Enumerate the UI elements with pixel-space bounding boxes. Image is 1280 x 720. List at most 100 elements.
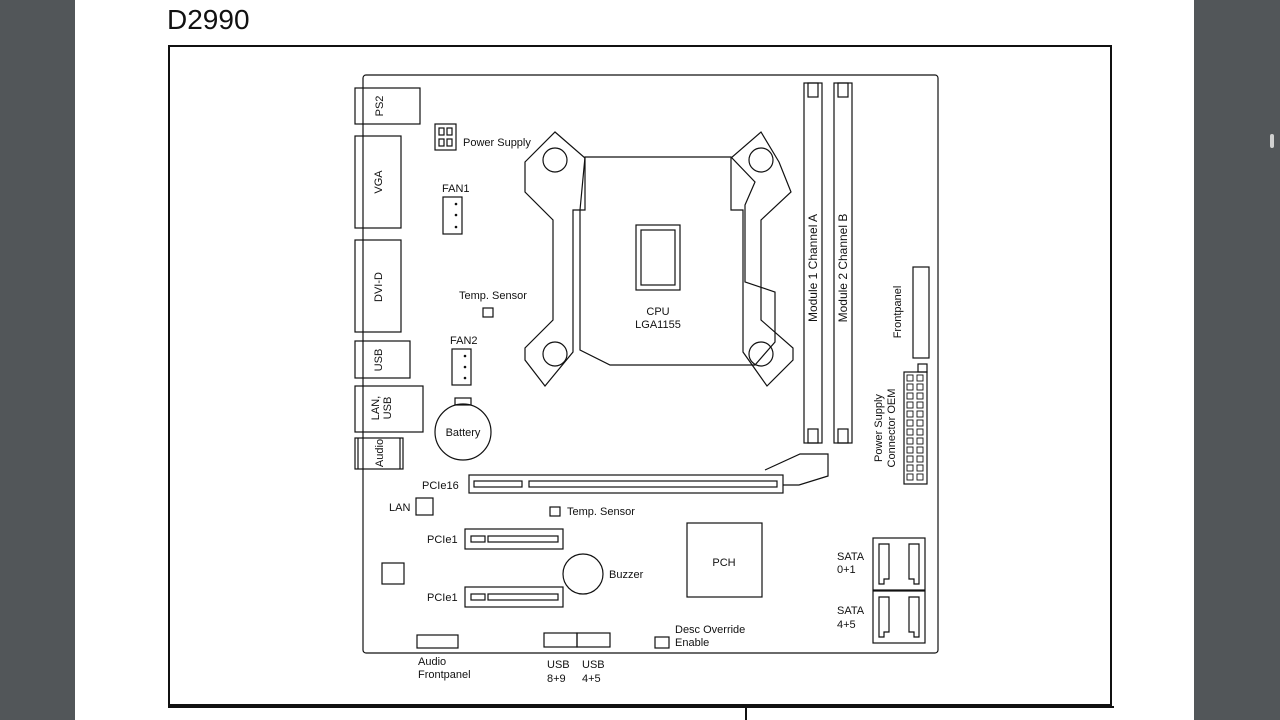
- module2-label: Module 2 Channel B: [836, 214, 850, 323]
- misc-chip: [381, 562, 405, 585]
- cpu-socket-bracket: [524, 131, 586, 387]
- fan2-header: [451, 348, 472, 386]
- usb-8-9-header: [543, 632, 578, 648]
- atx-pin: [916, 392, 924, 400]
- desc-override-jumper: [654, 636, 670, 649]
- atx-pin: [916, 473, 924, 481]
- atx-pin: [916, 410, 924, 418]
- atx-power-connector: [903, 371, 928, 485]
- usb89-label-2: 8+9: [547, 673, 566, 685]
- atx-pin: [906, 392, 914, 400]
- frontpanel-header: [912, 266, 930, 359]
- audio-frontpanel-label-1: Audio: [418, 656, 446, 668]
- table-top-border: [168, 706, 1114, 708]
- lan-usb-label-2: USB: [382, 397, 394, 420]
- ps2-label: PS2: [374, 96, 386, 117]
- pcie16-slot: [468, 474, 784, 494]
- temp-sensor-top: [482, 307, 494, 318]
- pcie1-slot-b: [464, 586, 564, 608]
- ps2-port: [354, 87, 421, 125]
- psu-oem-label-2: Connector OEM: [886, 389, 898, 468]
- table-column-divider: [745, 706, 747, 720]
- desc-override-label-2: Enable: [675, 637, 709, 649]
- pch-label: PCH: [712, 557, 735, 569]
- atx-pin: [906, 401, 914, 409]
- dvi-port: [354, 239, 402, 333]
- board-outline: [362, 74, 939, 654]
- pcie1-label-b: PCIe1: [427, 592, 458, 604]
- usb-4-5-header: [576, 632, 611, 648]
- sata45-label-2: 4+5: [837, 619, 856, 631]
- atx-pin: [906, 437, 914, 445]
- motherboard-diagram: PS2 VGA DVI-D USB LAN, USB Audio Power S…: [354, 74, 939, 685]
- module1-label: Module 1 Channel A: [806, 214, 820, 322]
- audio-port-label: Audio: [374, 439, 386, 467]
- lan-usb-port: [354, 385, 424, 433]
- usb45-label-2: 4+5: [582, 673, 601, 685]
- power-supply-connector: [434, 123, 457, 151]
- cpu-socket: [579, 156, 776, 366]
- temp-sensor-top-label: Temp. Sensor: [459, 290, 527, 302]
- sata-0-1: [872, 537, 926, 591]
- atx-pin: [916, 464, 924, 472]
- atx-pin: [916, 419, 924, 427]
- atx-pin: [916, 455, 924, 463]
- buzzer-label: Buzzer: [609, 569, 644, 581]
- atx-pin: [906, 410, 914, 418]
- atx-pin: [916, 383, 924, 391]
- page-title: D2990: [167, 4, 250, 35]
- fan2-label: FAN2: [450, 335, 478, 347]
- pch-chip: [686, 522, 763, 598]
- atx-pin: [916, 446, 924, 454]
- atx-pin: [906, 473, 914, 481]
- battery-label: Battery: [446, 427, 481, 439]
- psu-oem-label-1: Power Supply: [873, 394, 885, 462]
- pcie16-label: PCIe16: [422, 480, 459, 492]
- pcie1-slot-a: [464, 528, 564, 550]
- frontpanel-label: Frontpanel: [892, 286, 904, 339]
- audio-frontpanel-header: [416, 634, 459, 649]
- atx-pin: [906, 374, 914, 382]
- atx-pin: [906, 455, 914, 463]
- audio-frontpanel-label-2: Frontpanel: [418, 669, 471, 681]
- fan1-header: [442, 196, 463, 235]
- atx-pin: [916, 374, 924, 382]
- atx-pin: [916, 428, 924, 436]
- atx-pin: [916, 401, 924, 409]
- viewer-scrollbar[interactable]: [1264, 0, 1280, 720]
- lan-label: LAN: [389, 502, 410, 514]
- audio-port: [354, 437, 404, 470]
- lan-chip: [415, 497, 434, 516]
- lan-usb-label-1: LAN,: [370, 396, 382, 420]
- atx-pin: [906, 428, 914, 436]
- sata-4-5: [872, 590, 926, 644]
- buzzer: [562, 553, 604, 595]
- atx-pin: [906, 419, 914, 427]
- atx-pin: [906, 446, 914, 454]
- usb89-label-1: USB: [547, 659, 570, 671]
- desc-override-label-1: Desc Override: [675, 624, 745, 636]
- vga-port: [354, 135, 402, 229]
- temp-sensor-bottom-label: Temp. Sensor: [567, 506, 635, 518]
- usb-port: [354, 340, 411, 379]
- atx-pin: [916, 437, 924, 445]
- pdf-page: D2990: [75, 0, 1194, 720]
- usb45-label-1: USB: [582, 659, 605, 671]
- vga-label: VGA: [373, 170, 385, 194]
- battery: [434, 403, 492, 461]
- sata01-label-1: SATA: [837, 551, 865, 563]
- diagram-frame: [168, 45, 1112, 706]
- pcie1-label-a: PCIe1: [427, 534, 458, 546]
- atx-pin: [906, 383, 914, 391]
- usb-port-label: USB: [373, 349, 385, 372]
- atx-pin: [906, 464, 914, 472]
- dvi-label: DVI-D: [373, 272, 385, 302]
- cpu-label: CPU: [646, 306, 669, 318]
- cpu-socket-label: LGA1155: [635, 319, 681, 331]
- power-supply-label: Power Supply: [463, 137, 531, 149]
- sata01-label-2: 0+1: [837, 564, 856, 576]
- temp-sensor-bottom: [549, 506, 561, 517]
- cpu-die: [635, 224, 681, 291]
- scrollbar-thumb[interactable]: [1270, 134, 1274, 148]
- sata45-label-1: SATA: [837, 605, 865, 617]
